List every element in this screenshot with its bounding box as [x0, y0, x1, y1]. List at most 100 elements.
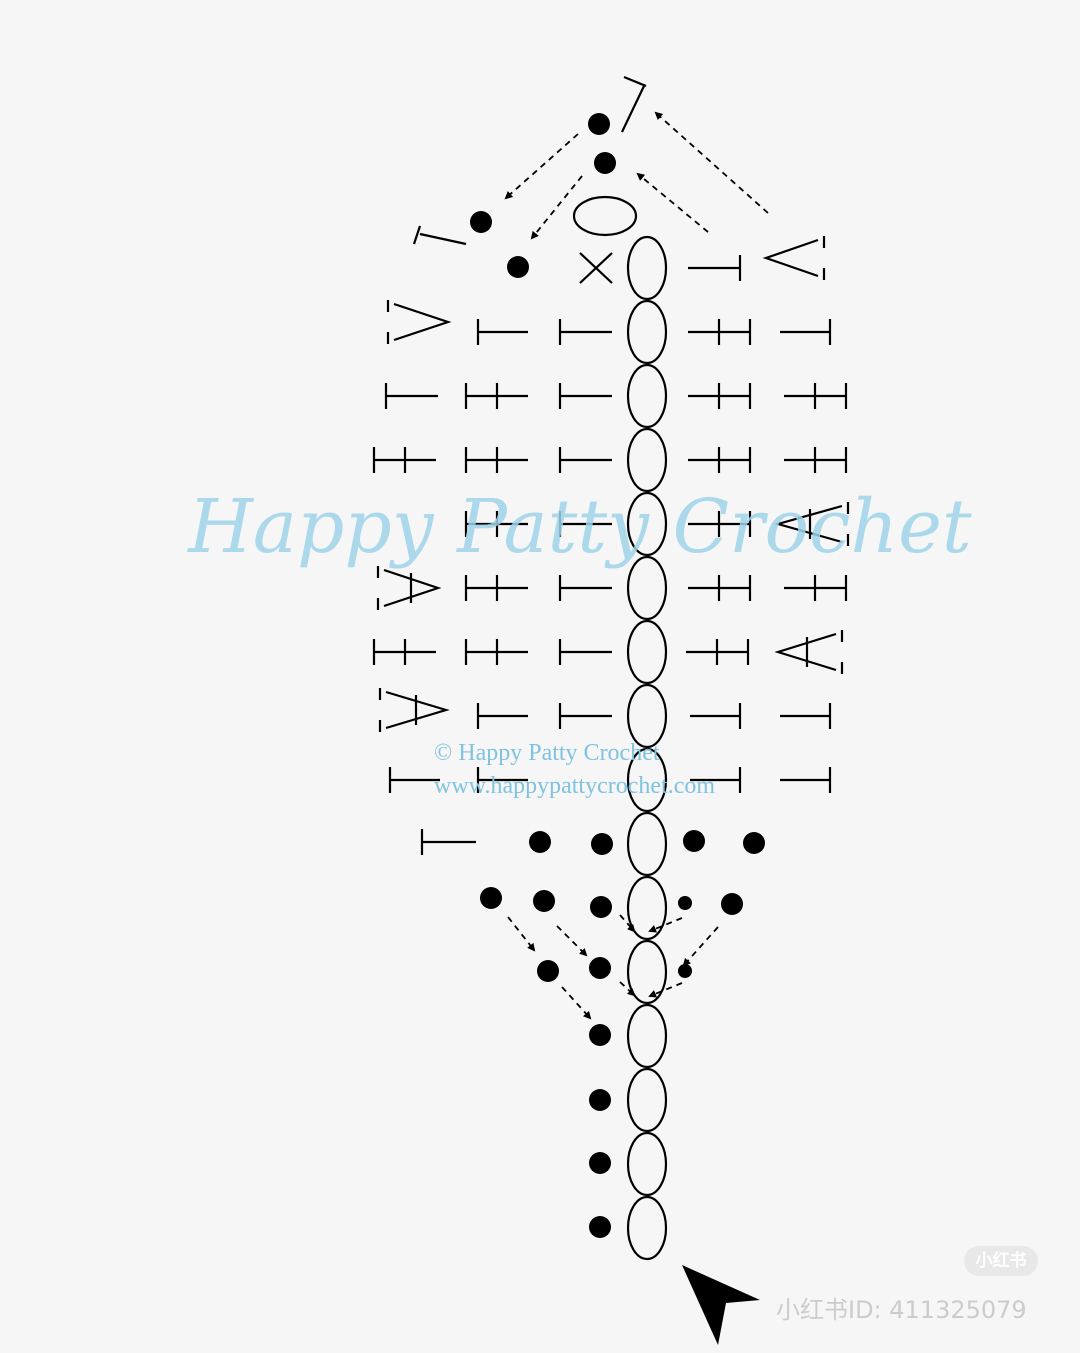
half-double-crochet-symbol	[780, 767, 832, 793]
double-crochet-symbol	[784, 447, 848, 473]
slip-stitch-dot	[588, 113, 610, 135]
half-double-crochet-symbol	[690, 767, 742, 793]
increase-symbols	[376, 236, 850, 732]
v-lines	[393, 302, 452, 342]
double-crochet-symbol	[372, 447, 436, 473]
increase-v-symbol	[773, 502, 850, 546]
slip-stitch-dot	[470, 211, 492, 233]
double-crochet-symbol	[464, 639, 528, 665]
half-double-crochet-symbol	[558, 575, 612, 601]
dashed-arrow	[507, 916, 536, 952]
double-crochet-symbol	[688, 319, 752, 345]
chain-stitch	[626, 939, 668, 1005]
v-lines	[383, 568, 442, 608]
slip-stitch-dot	[591, 833, 613, 855]
brand-script-watermark: Happy Patty Crochet	[186, 484, 972, 570]
dashed-arrow	[654, 111, 769, 214]
slip-stitch-dot	[743, 832, 765, 854]
double-crochet-symbol	[464, 447, 528, 473]
slip-stitch-dot	[480, 887, 502, 909]
increase-v-symbol	[762, 236, 826, 280]
double-crochet-symbol	[784, 383, 848, 409]
increase-v-symbol	[774, 630, 844, 674]
url-watermark: www.happypattycrochet.com	[434, 773, 715, 799]
copyright-watermark: © Happy Patty Crochet	[434, 740, 660, 766]
double-crochet-symbol	[372, 639, 436, 665]
half-double-crochet-symbol	[420, 829, 476, 855]
chain-column	[572, 195, 668, 1261]
slip-stitch-dot	[589, 957, 611, 979]
slip-stitch-dot	[533, 890, 555, 912]
direction-arrows	[504, 111, 769, 1020]
stitch-symbols	[372, 75, 848, 855]
slip-stitch-dot	[507, 256, 529, 278]
half-double-crochet-symbol	[688, 255, 742, 281]
half-double-crochet-symbol	[780, 319, 832, 345]
xiaohongshu-badge: 小红书	[964, 1246, 1038, 1276]
half-double-crochet-symbol	[476, 767, 528, 793]
single-crochet-x	[579, 252, 613, 284]
double-crochet-symbol	[784, 575, 848, 601]
half-double-crochet-symbol	[388, 767, 440, 793]
half-double-crochet-symbol	[690, 703, 742, 729]
slip-stitch-dot	[589, 1024, 611, 1046]
chain-stitch	[626, 363, 668, 429]
dashed-arrow	[619, 914, 636, 933]
half-double-crochet-symbol	[476, 703, 528, 729]
double-crochet-symbol	[464, 511, 528, 537]
chain-stitch	[626, 299, 668, 365]
double-crochet-symbol	[688, 575, 752, 601]
double-crochet-symbol	[464, 575, 528, 601]
half-double-crochet-symbol	[780, 703, 832, 729]
start-arrow-icon	[682, 1265, 760, 1345]
chain-stitch	[626, 1067, 668, 1133]
chain-stitch	[626, 747, 668, 813]
v-lines	[773, 504, 843, 544]
tilted-stitch-left	[412, 225, 467, 246]
half-double-crochet-symbol	[384, 383, 438, 409]
chain-stitch	[626, 1003, 668, 1069]
chain-stitch	[626, 619, 668, 685]
half-double-crochet-symbol	[558, 383, 612, 409]
chain-stitch	[626, 811, 668, 877]
dashed-arrow	[648, 917, 683, 933]
v-lines	[774, 632, 837, 672]
chain-stitch	[626, 235, 668, 301]
half-double-crochet-symbol	[476, 319, 528, 345]
chain-stitch	[626, 555, 668, 621]
dashed-arrow	[682, 926, 719, 967]
half-double-crochet-symbol	[558, 447, 612, 473]
double-crochet-symbol	[464, 383, 528, 409]
xiaohongshu-user-id: 小红书ID: 411325079	[776, 1296, 1027, 1324]
dashed-arrow	[530, 175, 583, 240]
v-lines	[762, 238, 819, 278]
slip-stitch-dot	[589, 1152, 611, 1174]
double-crochet-symbol	[688, 447, 752, 473]
chain-stitch	[626, 1131, 668, 1197]
dashed-arrow	[619, 981, 636, 997]
turning-chain	[572, 195, 638, 237]
slip-stitch-dot	[590, 896, 612, 918]
dashed-arrow	[561, 986, 592, 1020]
chain-stitch	[626, 427, 668, 493]
double-crochet-symbol	[688, 511, 752, 537]
slip-stitch-dot	[594, 152, 616, 174]
dashed-arrow	[504, 133, 579, 200]
dashed-arrow	[636, 172, 709, 233]
slip-stitch-dot	[589, 1089, 611, 1111]
half-double-crochet-symbol	[558, 319, 612, 345]
chain-stitch	[626, 491, 668, 557]
half-double-crochet-symbol	[558, 639, 612, 665]
v-lines	[385, 690, 450, 730]
slip-stitch-dot	[678, 896, 692, 910]
chain-stitch	[626, 683, 668, 749]
double-crochet-symbol	[688, 383, 752, 409]
increase-v-symbol	[386, 300, 452, 344]
increase-v-symbol	[376, 566, 442, 610]
slip-stitch-dot	[589, 1216, 611, 1238]
half-double-crochet-symbol	[558, 511, 612, 537]
double-crochet-symbol	[686, 639, 750, 665]
slip-stitch-dot	[537, 960, 559, 982]
slip-stitch-dot	[683, 830, 705, 852]
